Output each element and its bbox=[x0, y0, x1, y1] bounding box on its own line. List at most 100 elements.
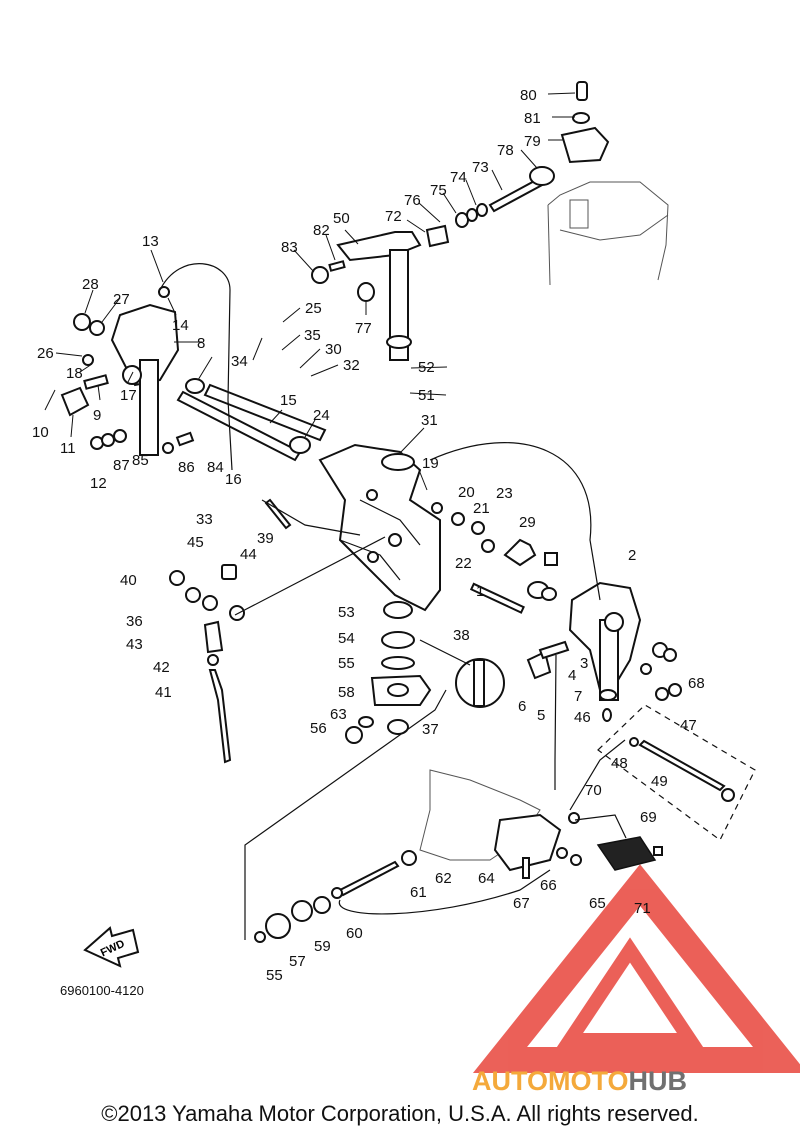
callout-1: 1 bbox=[476, 583, 484, 600]
callout-43: 43 bbox=[126, 636, 143, 653]
callout-60: 60 bbox=[346, 925, 363, 942]
callout-27: 27 bbox=[113, 291, 130, 308]
callout-47: 47 bbox=[680, 717, 697, 734]
swivel-bracket bbox=[318, 443, 441, 612]
callout-64: 64 bbox=[478, 870, 495, 887]
callout-49: 49 bbox=[651, 773, 668, 790]
callout-73: 73 bbox=[472, 159, 489, 176]
right-clamp-bracket bbox=[431, 502, 682, 722]
callout-17: 17 bbox=[120, 387, 137, 404]
callout-39: 39 bbox=[257, 530, 274, 547]
callout-62: 62 bbox=[435, 870, 452, 887]
callout-53: 53 bbox=[338, 604, 355, 621]
callout-10: 10 bbox=[32, 424, 49, 441]
watermark-text: AUTOMOTOHUB bbox=[472, 1066, 687, 1096]
fwd-arrow: FWD bbox=[83, 926, 140, 968]
callout-25: 25 bbox=[305, 300, 322, 317]
callout-76: 76 bbox=[404, 192, 421, 209]
callout-45: 45 bbox=[187, 534, 204, 551]
callout-79: 79 bbox=[524, 133, 541, 150]
callout-63: 63 bbox=[330, 706, 347, 723]
callout-71: 71 bbox=[634, 900, 651, 917]
callout-19: 19 bbox=[422, 455, 439, 472]
callout-54: 54 bbox=[338, 630, 355, 647]
left-lower-linkage bbox=[169, 498, 292, 764]
callout-84: 84 bbox=[207, 459, 224, 476]
callout-68: 68 bbox=[688, 675, 705, 692]
callout-30: 30 bbox=[325, 341, 342, 358]
callout-50: 50 bbox=[333, 210, 350, 227]
callout-18: 18 bbox=[66, 365, 83, 382]
callout-36: 36 bbox=[126, 613, 143, 630]
callout-42: 42 bbox=[153, 659, 170, 676]
callout-75: 75 bbox=[430, 182, 447, 199]
callout-6: 6 bbox=[518, 698, 526, 715]
callout-85: 85 bbox=[132, 452, 149, 469]
callout-15: 15 bbox=[280, 392, 297, 409]
callout-12: 12 bbox=[90, 475, 107, 492]
callout-67: 67 bbox=[513, 895, 530, 912]
callout-44: 44 bbox=[240, 546, 257, 563]
rod-detail-box bbox=[597, 704, 756, 841]
callout-78: 78 bbox=[497, 142, 514, 159]
callout-4: 4 bbox=[568, 667, 576, 684]
callout-24: 24 bbox=[313, 407, 330, 424]
callout-80: 80 bbox=[520, 87, 537, 104]
callout-74: 74 bbox=[450, 169, 467, 186]
callout-layer: 8081797873747576725082837752511314282782… bbox=[32, 87, 705, 984]
callout-82: 82 bbox=[313, 222, 330, 239]
leader-lines bbox=[159, 263, 627, 940]
callout-31: 31 bbox=[421, 412, 438, 429]
callout-2: 2 bbox=[628, 547, 636, 564]
center-lower-stack bbox=[345, 601, 505, 744]
callout-77: 77 bbox=[355, 320, 372, 337]
callout-26: 26 bbox=[37, 345, 54, 362]
callout-3: 3 bbox=[580, 655, 588, 672]
callout-23: 23 bbox=[496, 485, 513, 502]
callout-13: 13 bbox=[142, 233, 159, 250]
callout-86: 86 bbox=[178, 459, 195, 476]
callout-52: 52 bbox=[418, 359, 435, 376]
tilt-shafts bbox=[90, 383, 327, 462]
callout-61: 61 bbox=[410, 884, 427, 901]
callout-22: 22 bbox=[455, 555, 472, 572]
callout-5: 5 bbox=[537, 707, 545, 724]
drawing-number: 6960100-4120 bbox=[60, 983, 144, 998]
callout-21: 21 bbox=[473, 500, 490, 517]
watermark-logo bbox=[472, 864, 800, 1073]
callout-70: 70 bbox=[585, 782, 602, 799]
callout-11: 11 bbox=[60, 440, 76, 457]
callout-46: 46 bbox=[574, 709, 591, 726]
callout-81: 81 bbox=[524, 110, 541, 127]
left-clamp-bracket bbox=[60, 286, 205, 456]
callout-16: 16 bbox=[225, 471, 242, 488]
callout-35: 35 bbox=[304, 327, 321, 344]
callout-38: 38 bbox=[453, 627, 470, 644]
callout-9: 9 bbox=[93, 407, 101, 424]
callout-55: 55 bbox=[266, 967, 283, 984]
callout-14: 14 bbox=[172, 317, 189, 334]
callout-65: 65 bbox=[589, 895, 606, 912]
callout-66: 66 bbox=[540, 877, 557, 894]
callout-48: 48 bbox=[611, 755, 628, 772]
callout-55: 55 bbox=[338, 655, 355, 672]
callout-41: 41 bbox=[155, 684, 172, 701]
callout-83: 83 bbox=[281, 239, 298, 256]
callout-leaders bbox=[44, 92, 576, 491]
callout-59: 59 bbox=[314, 938, 331, 955]
callout-40: 40 bbox=[120, 572, 137, 589]
callout-20: 20 bbox=[458, 484, 475, 501]
callout-33: 33 bbox=[196, 511, 213, 528]
steering-arm bbox=[311, 81, 610, 361]
engine-silhouette bbox=[547, 181, 669, 286]
bottom-shift-assembly bbox=[254, 769, 663, 943]
callout-37: 37 bbox=[422, 721, 439, 738]
callout-69: 69 bbox=[640, 809, 657, 826]
copyright-notice: ©2013 Yamaha Motor Corporation, U.S.A. A… bbox=[101, 1101, 699, 1126]
callout-57: 57 bbox=[289, 953, 306, 970]
callout-28: 28 bbox=[82, 276, 99, 293]
callout-29: 29 bbox=[519, 514, 536, 531]
callout-8: 8 bbox=[197, 335, 205, 352]
callout-87: 87 bbox=[113, 457, 130, 474]
